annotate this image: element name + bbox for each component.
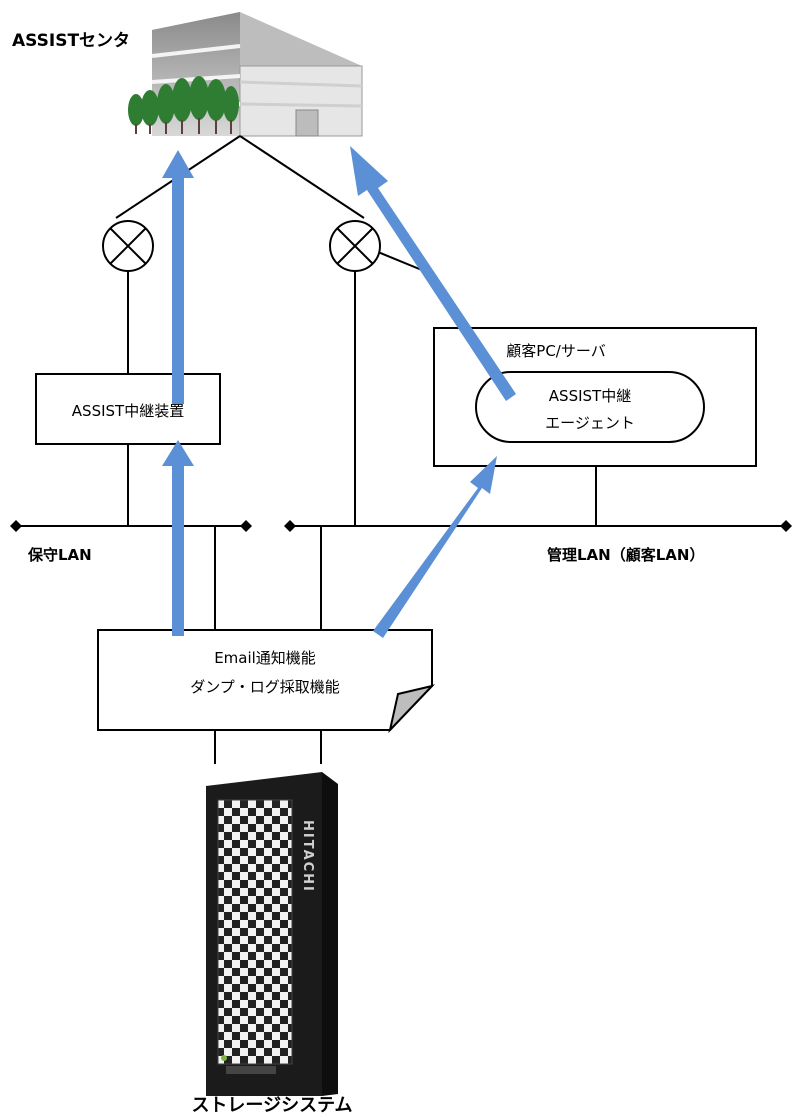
storage-rack-icon: HITACHI	[206, 772, 338, 1096]
customer-pc-label: 顧客PC/サーバ	[506, 342, 605, 360]
maintenance-lan-bus	[10, 520, 252, 532]
arrow-agent-to-center	[350, 146, 516, 401]
relay-device-box	[35, 373, 221, 445]
relay-device-label: ASSIST中継装置	[72, 402, 184, 420]
router-left-icon	[102, 220, 154, 272]
building-icon	[128, 12, 363, 137]
connection-lines	[115, 135, 597, 764]
management-lan-label: 管理LAN（顧客LAN）	[547, 546, 704, 564]
relay-agent-label-line1: ASSIST中継	[549, 387, 631, 405]
relay-agent-box	[475, 371, 705, 443]
functions-line2: ダンプ・ログ採取機能	[190, 678, 340, 696]
arrow-to-relay-device	[162, 440, 194, 636]
storage-label: ストレージシステム	[191, 1095, 352, 1116]
arrow-to-relay-agent	[373, 456, 497, 638]
management-lan-bus	[284, 520, 792, 532]
functions-line1: Email通知機能	[214, 649, 316, 667]
maintenance-lan-label: 保守LAN	[27, 546, 92, 564]
arrow-relay-to-center	[162, 150, 194, 404]
data-flow-arrows	[162, 146, 516, 638]
storage-brand: HITACHI	[300, 820, 315, 893]
center-label: ASSISTセンタ	[12, 31, 130, 51]
router-right-icon	[329, 220, 381, 272]
relay-agent-label-line2: エージェント	[545, 414, 635, 432]
